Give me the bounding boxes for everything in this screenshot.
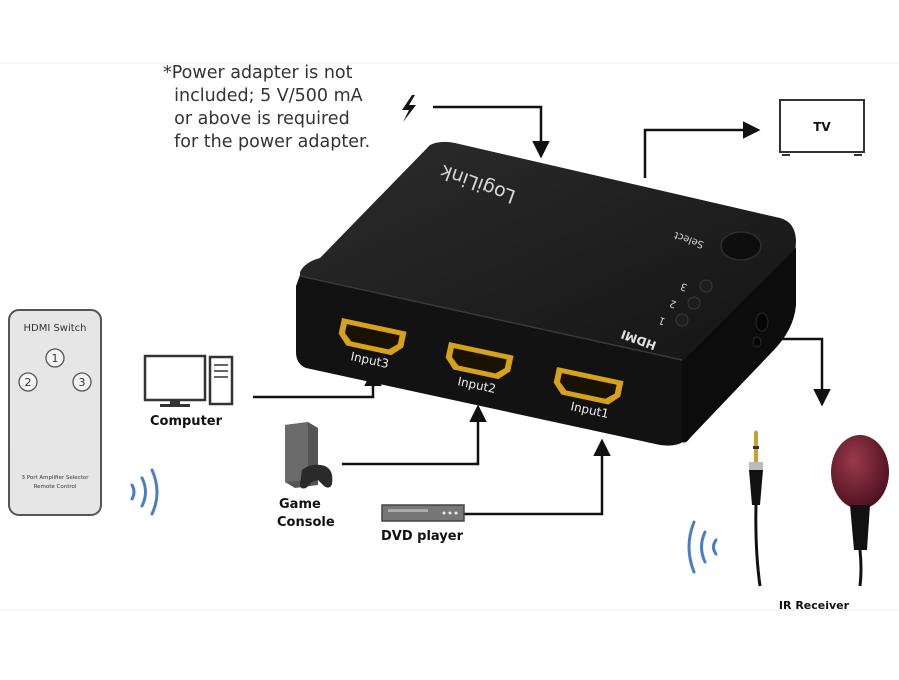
note-line-3: or above is required bbox=[163, 109, 350, 129]
remote-title: HDMI Switch bbox=[23, 323, 86, 334]
ir-signal-icon bbox=[687, 520, 718, 574]
remote-control bbox=[8, 309, 102, 516]
computer-label: Computer bbox=[150, 414, 223, 429]
remote-caption-1: 3 Port Amplifier Selector bbox=[21, 475, 89, 481]
game-console-icon bbox=[285, 422, 333, 489]
select-button bbox=[720, 231, 762, 261]
led-label-3: 3 bbox=[679, 280, 689, 293]
remote-button-2: 2 bbox=[25, 376, 32, 389]
game-arrow bbox=[342, 404, 487, 466]
ir-receiver-label: IR Receiver bbox=[779, 599, 850, 612]
note-line-1: *Power adapter is not bbox=[163, 63, 353, 83]
dvd-arrow bbox=[462, 438, 611, 516]
hdmi-port-input3 bbox=[338, 318, 407, 356]
computer-icon bbox=[143, 354, 234, 407]
game-label-line2: Console bbox=[277, 515, 335, 530]
remote-button-3: 3 bbox=[79, 376, 86, 389]
remote-button-1: 1 bbox=[52, 352, 59, 365]
dvd-label: DVD player bbox=[381, 529, 464, 544]
power-adapter-note: *Power adapter is not included; 5 V/500 … bbox=[163, 63, 370, 152]
note-line-2: included; 5 V/500 mA bbox=[163, 86, 363, 106]
game-label-line1: Game bbox=[279, 497, 321, 512]
audio-jack-plug bbox=[749, 430, 763, 587]
tv-arrow bbox=[643, 121, 761, 178]
note-line-4: for the power adapter. bbox=[163, 132, 370, 152]
hdmi-port-input2 bbox=[445, 342, 514, 380]
tv-icon bbox=[779, 99, 865, 156]
power-jack bbox=[752, 312, 769, 348]
dvd-player-icon bbox=[381, 504, 465, 522]
led-indicators bbox=[675, 279, 713, 327]
led-label-2: 2 bbox=[668, 297, 678, 310]
hdmi-port-input1 bbox=[553, 367, 624, 405]
power-arrow bbox=[433, 105, 550, 159]
hdmi-switch-device bbox=[296, 141, 796, 446]
led-label-1: 1 bbox=[657, 314, 667, 327]
wireless-signal-icon bbox=[130, 468, 159, 516]
lightning-icon bbox=[402, 95, 416, 122]
tv-label: TV bbox=[813, 120, 831, 134]
ir-arrow bbox=[777, 337, 831, 407]
remote-caption-2: Remote Control bbox=[34, 484, 77, 490]
ir-sensor bbox=[831, 435, 889, 587]
